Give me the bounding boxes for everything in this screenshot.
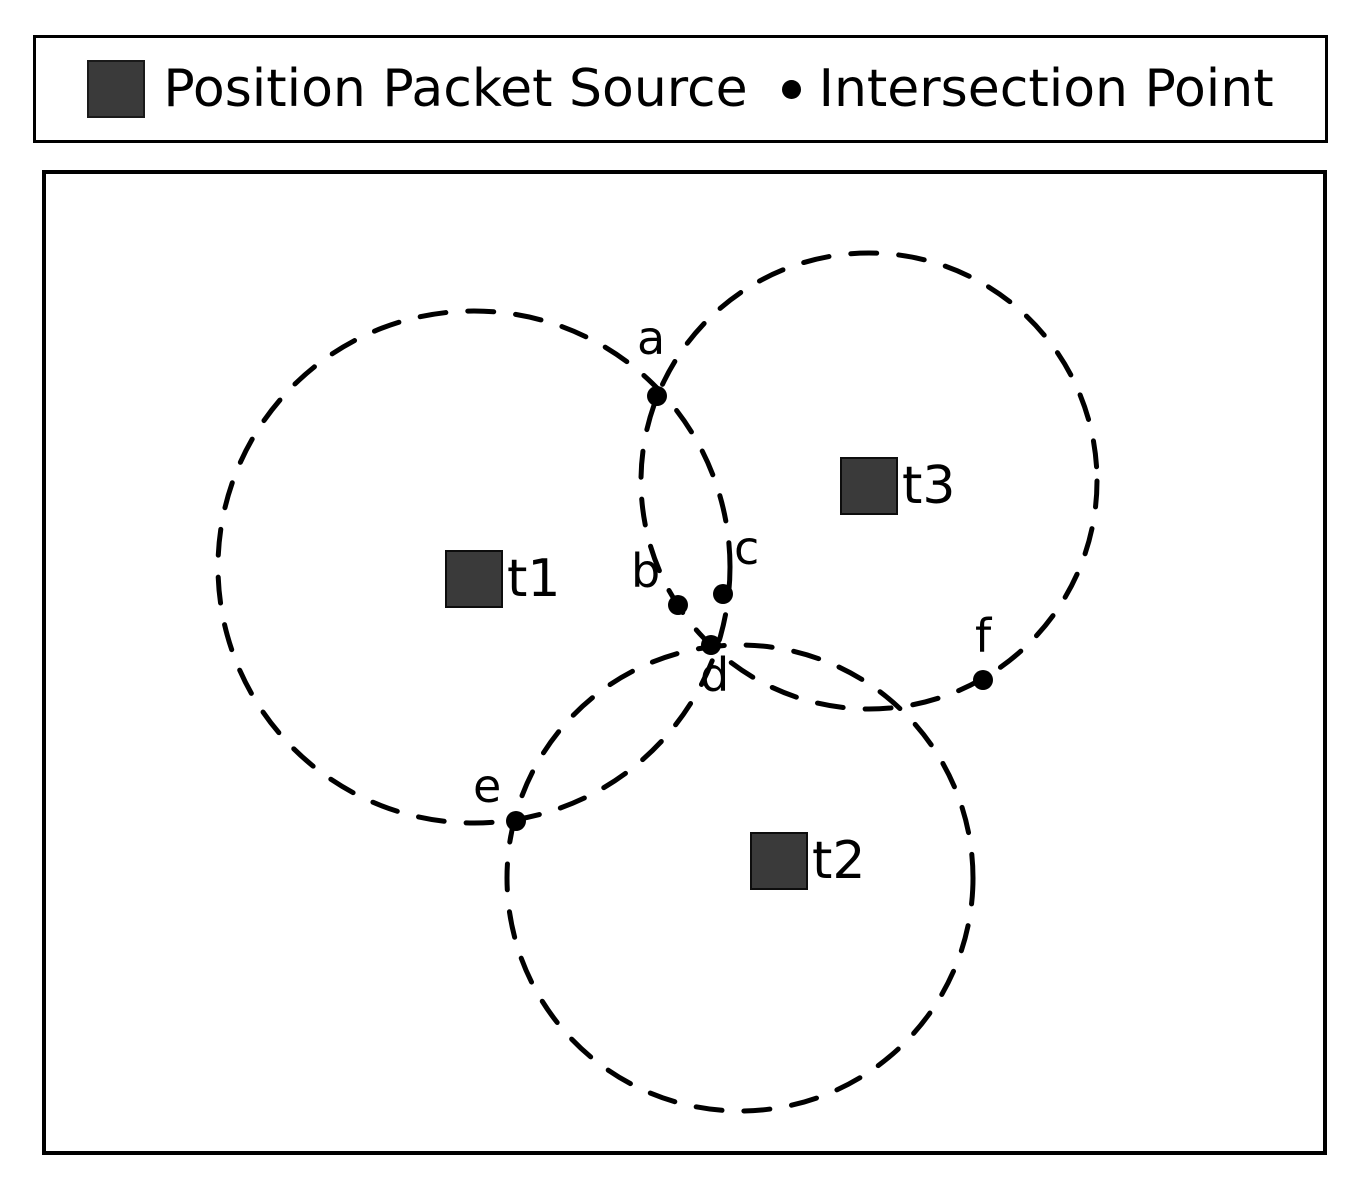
- source-square-icon: [445, 550, 503, 608]
- intersection-point-c: [713, 584, 733, 604]
- filled-square-marker-icon: [87, 60, 146, 118]
- source-label-t1: t1: [507, 549, 561, 609]
- t2-range-circle: [504, 642, 976, 1114]
- legend: Position Packet Source Intersection Poin…: [33, 35, 1328, 143]
- intersection-point-a: [647, 386, 667, 406]
- legend-row: Position Packet Source Intersection Poin…: [36, 38, 1325, 140]
- source-label-t2: t2: [812, 831, 866, 891]
- intersection-label-b: b: [631, 544, 661, 598]
- intersection-label-e: e: [473, 759, 502, 813]
- legend-entry-position-packet-source: Position Packet Source: [87, 59, 748, 119]
- t1-range-circle: [215, 308, 733, 826]
- legend-label-intersection-point: Intersection Point: [818, 59, 1274, 119]
- source-marker-t1: t1: [445, 550, 560, 608]
- source-marker-t3: t3: [840, 457, 955, 515]
- t3-range-circle: [638, 250, 1100, 712]
- intersection-label-d: d: [700, 648, 730, 702]
- intersection-label-c: c: [734, 521, 760, 575]
- source-square-icon: [840, 457, 898, 515]
- range-circles-svg: [215, 250, 1100, 1114]
- intersection-point-d: [701, 635, 721, 655]
- intersection-point-f: [973, 670, 993, 690]
- intersection-label-a: a: [637, 311, 666, 365]
- legend-label-position-packet-source: Position Packet Source: [163, 59, 748, 119]
- source-square-icon: [750, 832, 808, 890]
- intersection-point-e: [506, 811, 526, 831]
- intersection-point-b: [668, 595, 688, 615]
- source-label-t3: t3: [902, 456, 956, 516]
- filled-circle-marker-icon: [781, 79, 801, 99]
- intersection-label-f: f: [975, 609, 992, 663]
- source-marker-t2: t2: [750, 832, 865, 890]
- legend-entry-intersection-point: Intersection Point: [748, 63, 1274, 115]
- plot-area: t1 t2 t3 a b c d e f: [42, 170, 1327, 1155]
